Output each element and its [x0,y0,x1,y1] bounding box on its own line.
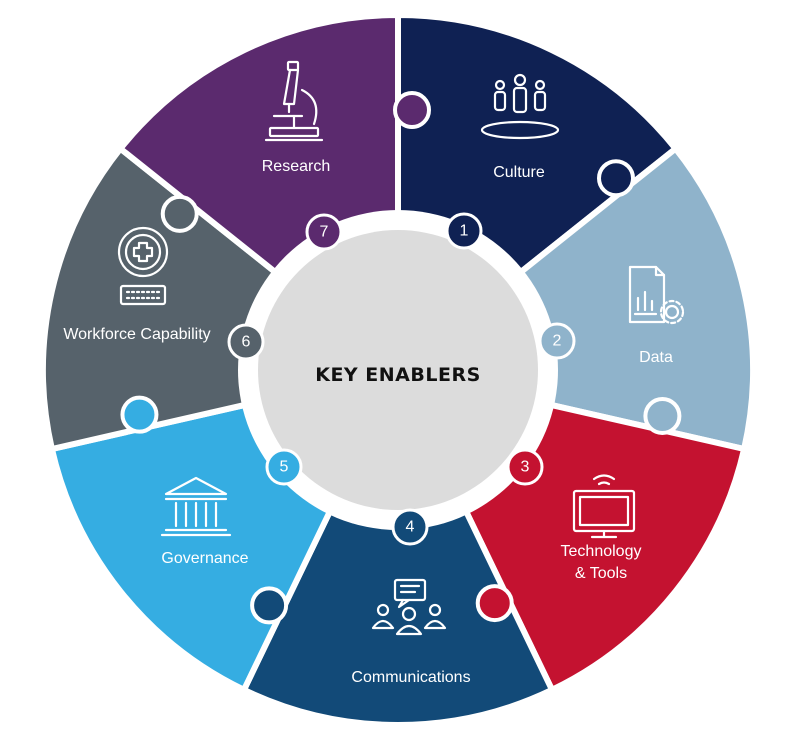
segment-label-4: Communications [351,669,470,686]
segment-label-line: & Tools [575,565,627,582]
number-badge-text: 3 [521,459,530,476]
number-badge-text: 7 [320,224,329,241]
center-inner-circle [258,230,538,510]
number-badge-6 [227,323,265,361]
medical-computer-icon [117,226,169,306]
segment-label-3: Technology & Tools [561,543,642,582]
numbers-layer: 1 2 3 4 5 6 7 [227,212,576,546]
center-title: KEY ENABLERS [315,364,481,386]
number-badge-4 [391,508,429,546]
segment-label-line: Technology [561,543,642,560]
number-badge-text: 1 [460,223,469,240]
puzzle-tab-6 [160,194,199,233]
puzzle-tabs-layer [120,91,682,625]
puzzle-tab-1 [597,159,636,198]
segment-label-line: Culture [493,164,545,181]
number-badge-7 [305,213,343,251]
microscope-icon [264,60,324,142]
number-badge-text: 5 [280,459,289,476]
number-badge-1 [445,212,483,250]
segment-label-5: Governance [161,550,248,567]
puzzle-tab-3 [475,584,514,623]
segment-label-line: Research [262,158,330,175]
segment-label-line: Communications [351,669,470,686]
puzzle-tab-7 [393,91,431,129]
number-badge-text: 6 [242,334,251,351]
segment-label-2: Data [639,349,673,366]
government-building-icon [160,476,232,537]
segment-label-6: Workforce Capability [63,326,210,343]
segment-label-line: Workforce Capability [63,326,210,343]
number-badge-text: 4 [406,519,415,536]
puzzle-tab-2 [643,396,682,435]
segments-layer [40,11,756,728]
number-badge-2 [538,322,576,360]
puzzle-tab-5 [120,395,159,434]
monitor-wifi-icon [572,474,636,539]
number-badge-text: 2 [553,333,562,350]
segment-label-1: Culture [493,164,545,181]
document-chart-gear-icon [628,265,685,325]
team-chat-icon [371,578,447,636]
segment-label-line: Governance [161,550,248,567]
number-badge-3 [506,448,544,486]
number-badge-5 [265,448,303,486]
segment-label-7: Research [262,158,330,175]
segment-label-line: Data [639,349,673,366]
people-group-icon [480,73,560,140]
puzzle-tab-4 [250,586,289,625]
